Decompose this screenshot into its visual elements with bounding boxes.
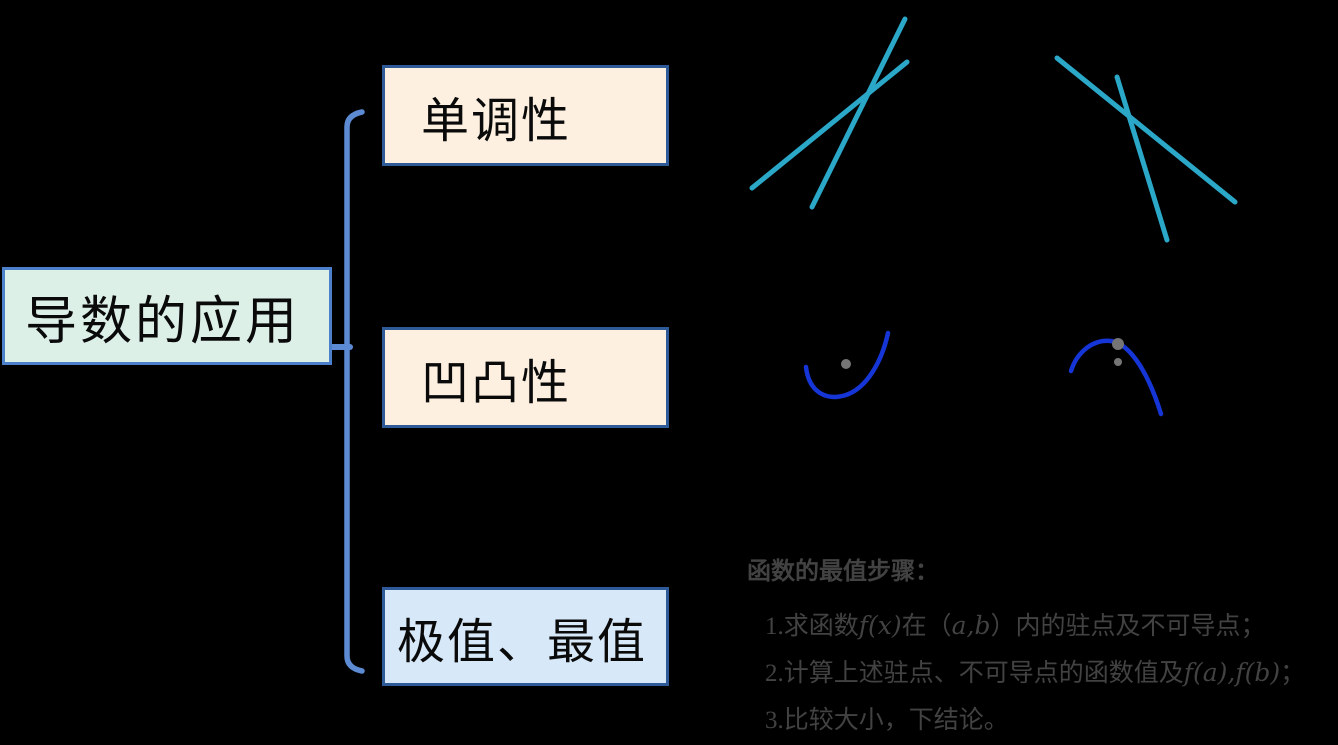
step-text: 3.比较大小，下结论。	[765, 707, 1009, 734]
root-node-label: 导数的应用	[25, 292, 301, 351]
step-text: 1.求函数	[765, 613, 859, 640]
step-line-1: 1.求函数f(x)在（a,b）内的驻点及不可导点；	[765, 606, 1266, 642]
increasing-tangent-shallow	[749, 59, 910, 191]
step-line-3: 3.比较大小，下结论。	[765, 700, 1009, 736]
branch-label-monotonicity: 单调性	[421, 94, 572, 148]
step-text: ）内的驻点及不可导点；	[990, 613, 1266, 640]
math-expression: f(x)	[858, 611, 902, 640]
step-text: 2.计算上述驻点、不可导点的函数值及	[765, 660, 1184, 687]
concave-down-curve	[1068, 338, 1164, 417]
step-text: 在（	[901, 613, 952, 640]
branch-node-concavity: 凹凸性	[382, 327, 669, 428]
steps-heading: 函数的最值步骤：	[747, 557, 939, 585]
math-expression: a,b	[951, 611, 991, 640]
branch-label-concavity: 凹凸性	[421, 356, 572, 410]
increasing-tangent-steep	[809, 16, 908, 210]
math-expression: f(a),f(b)	[1183, 658, 1281, 687]
point-above-concave-up-curve	[841, 359, 851, 369]
root-node-derivative-applications: 导数的应用	[2, 267, 332, 365]
step-text: ；	[1280, 660, 1306, 687]
decreasing-tangent-shallow	[1054, 55, 1238, 205]
step-line-2: 2.计算上述驻点、不可导点的函数值及f(a),f(b)；	[765, 653, 1305, 689]
point-below-max	[1114, 358, 1122, 366]
concave-up-curve	[803, 330, 891, 400]
branch-node-extrema: 极值、最值	[382, 587, 669, 686]
decreasing-tangent-steep	[1114, 74, 1170, 243]
max-point-on-curve	[1112, 338, 1124, 350]
branch-node-monotonicity: 单调性	[382, 65, 669, 166]
bracket-connector	[344, 109, 365, 674]
branch-label-extrema: 极值、最值	[397, 615, 648, 669]
